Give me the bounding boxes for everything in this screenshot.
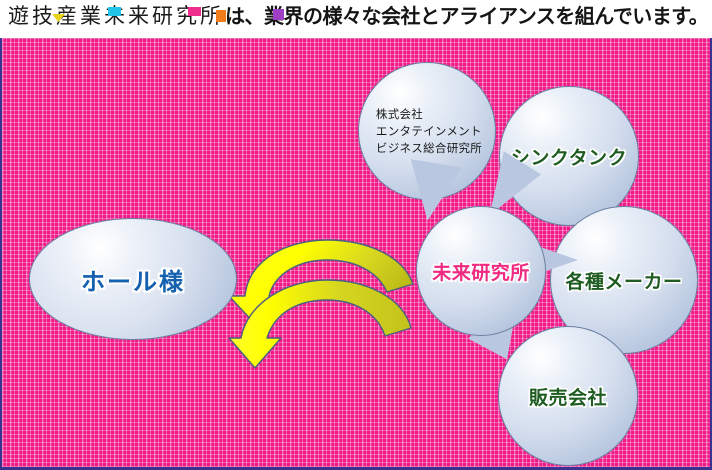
cycle-arrows [228,239,414,369]
node-hall-label: ホール様 [81,267,185,296]
node-hanbai-label: 販売会社 [528,386,607,409]
page-title: 遊技産業未来研究所 は、業界の様々な会社とアライアンスを組んでいます。 [8,1,709,31]
diagram-panel: 株式会社 エンタテインメント ビジネス総合研究所 シンクタンク 各種メーカー 販… [0,38,712,470]
node-kabushiki-line-0: 株式会社 [375,106,424,121]
title-char-3: 業 [80,4,104,28]
node-thinktank[interactable]: シンクタンク [499,86,639,226]
node-center-mirai[interactable]: 未来研究所 [416,206,546,336]
slide-header: 遊技産業未来研究所 は、業界の様々な会社とアライアンスを組んでいます。 [0,0,712,33]
node-kabushiki-line-2: ビジネス総合研究所 [375,140,483,155]
title-decorated-part: 遊技産業未来研究所 [8,1,224,31]
node-kabushiki-label: 株式会社 エンタテインメント ビジネス総合研究所 [372,106,482,157]
title-char-1: 技 [32,4,56,28]
node-hall[interactable]: ホール様 [29,218,237,340]
title-char-6: 研 [152,4,176,28]
title-accent-yellow [52,14,65,22]
title-accent-orange [216,10,226,22]
title-accent-cyan [108,7,121,16]
cycle-arrow-lower [228,279,412,369]
title-char-4: 未 [104,4,128,28]
node-hanbai[interactable]: 販売会社 [498,326,638,466]
title-accent-purple [273,9,284,20]
title-rest-text: は、業界の様々な会社とアライアンスを組んでいます。 [225,4,709,28]
title-char-0: 遊 [8,4,32,28]
title-char-5: 来 [128,4,152,28]
node-thinktank-label: シンクタンク [510,146,628,169]
title-char-8: 所 [200,4,224,28]
node-center-label: 未来研究所 [432,261,530,284]
title-accent-magenta [188,7,201,16]
title-char-7: 究 [176,4,200,28]
node-maker-label: 各種メーカー [565,270,683,293]
node-kabushiki-line-1: エンタテインメント [375,123,482,138]
title-char-2: 産 [56,4,80,28]
node-kabushiki[interactable]: 株式会社 エンタテインメント ビジネス総合研究所 [358,62,496,200]
